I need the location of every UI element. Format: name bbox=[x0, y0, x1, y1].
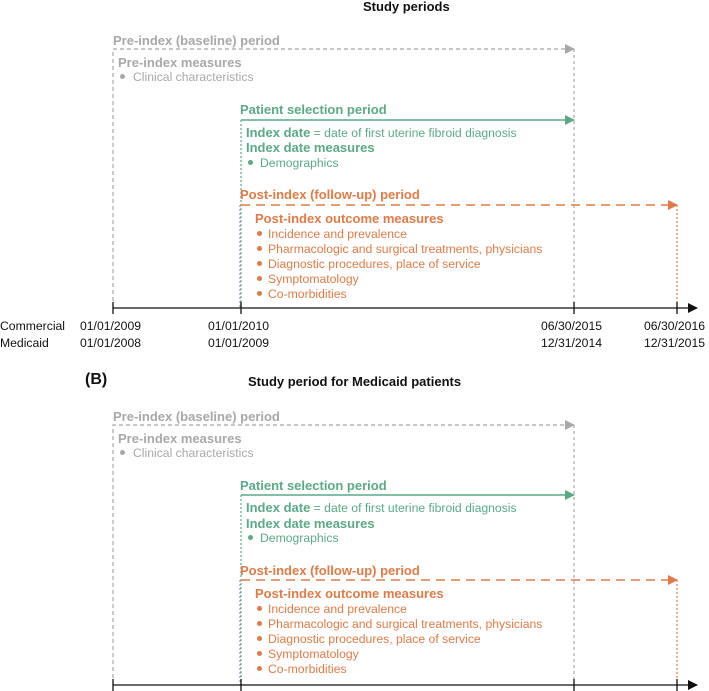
bullet-icon bbox=[257, 291, 262, 296]
post-index-measures-heading: Post-index outcome measures bbox=[255, 586, 444, 601]
post-index-item: Symptomatology bbox=[268, 647, 359, 661]
bullet-icon bbox=[248, 160, 253, 165]
post-index-item: Diagnostic procedures, place of service bbox=[268, 632, 481, 646]
date-label: 06/30/2016 bbox=[644, 319, 705, 333]
bullet-icon bbox=[257, 636, 262, 641]
pre-index-measures-heading: Pre-index measures bbox=[118, 55, 242, 70]
bullet-icon bbox=[257, 231, 262, 236]
post-index-period-label: Post-index (follow-up) period bbox=[240, 563, 420, 578]
post-index-item: Co-morbidities bbox=[268, 662, 347, 676]
pre-index-period-label: Pre-index (baseline) period bbox=[113, 409, 280, 424]
pre-index-measures-heading: Pre-index measures bbox=[118, 431, 242, 446]
date-label: 01/01/2009 bbox=[80, 319, 141, 333]
bullet-icon bbox=[257, 606, 262, 611]
index-date-measures-heading: Index date measures bbox=[246, 140, 375, 155]
bullet-icon bbox=[257, 666, 262, 671]
post-index-period-label: Post-index (follow-up) period bbox=[240, 187, 420, 202]
index-date-item: Demographics bbox=[260, 156, 339, 170]
bullet-icon bbox=[257, 261, 262, 266]
bullet-icon bbox=[120, 74, 125, 79]
row-label-commercial: Commercial bbox=[0, 319, 66, 333]
date-label: 01/01/2009 bbox=[208, 336, 269, 350]
bullet-icon bbox=[257, 276, 262, 281]
post-index-item: Incidence and prevalence bbox=[268, 602, 407, 616]
post-index-item: Incidence and prevalence bbox=[268, 227, 407, 241]
index-date-measures-heading: Index date measures bbox=[246, 516, 375, 531]
panel-b-title: Study period for Medicaid patients bbox=[248, 374, 462, 389]
post-index-item: Pharmacologic and surgical treatments, p… bbox=[268, 242, 543, 256]
bullet-icon bbox=[120, 450, 125, 455]
index-date-definition: Index date = date of first uterine fibro… bbox=[246, 500, 517, 515]
post-index-item: Co-morbidities bbox=[268, 287, 347, 301]
pre-index-item: Clinical characteristics bbox=[133, 70, 254, 84]
post-index-item: Pharmacologic and surgical treatments, p… bbox=[268, 617, 543, 631]
index-date-definition: Index date = date of first uterine fibro… bbox=[246, 125, 517, 140]
date-label: 01/01/2008 bbox=[80, 336, 141, 350]
pre-index-bracket-b bbox=[112, 420, 575, 685]
post-index-item: Diagnostic procedures, place of service bbox=[268, 257, 481, 271]
date-label: 01/01/2010 bbox=[208, 319, 269, 333]
bullet-icon bbox=[248, 535, 253, 540]
patient-selection-period-label: Patient selection period bbox=[240, 478, 387, 493]
post-index-item: Symptomatology bbox=[268, 272, 359, 286]
panel-a-title: Study periods bbox=[363, 0, 450, 14]
date-label: 12/31/2015 bbox=[644, 336, 705, 350]
row-label-medicaid: Medicaid bbox=[0, 336, 49, 350]
panel-a-lines bbox=[112, 44, 698, 314]
bullet-icon bbox=[257, 651, 262, 656]
bullet-icon bbox=[257, 246, 262, 251]
patient-selection-period-label: Patient selection period bbox=[240, 102, 387, 117]
date-label: 12/31/2014 bbox=[541, 336, 602, 350]
index-date-item: Demographics bbox=[260, 531, 339, 545]
panel-b-lines bbox=[112, 420, 698, 691]
date-label: 06/30/2015 bbox=[541, 319, 602, 333]
pre-index-bracket-a bbox=[112, 44, 575, 308]
pre-index-item: Clinical characteristics bbox=[133, 446, 254, 460]
bullet-icon bbox=[257, 621, 262, 626]
panel-b-label: (B) bbox=[85, 371, 108, 388]
pre-index-period-label: Pre-index (baseline) period bbox=[113, 33, 280, 48]
post-index-measures-heading: Post-index outcome measures bbox=[255, 211, 444, 226]
